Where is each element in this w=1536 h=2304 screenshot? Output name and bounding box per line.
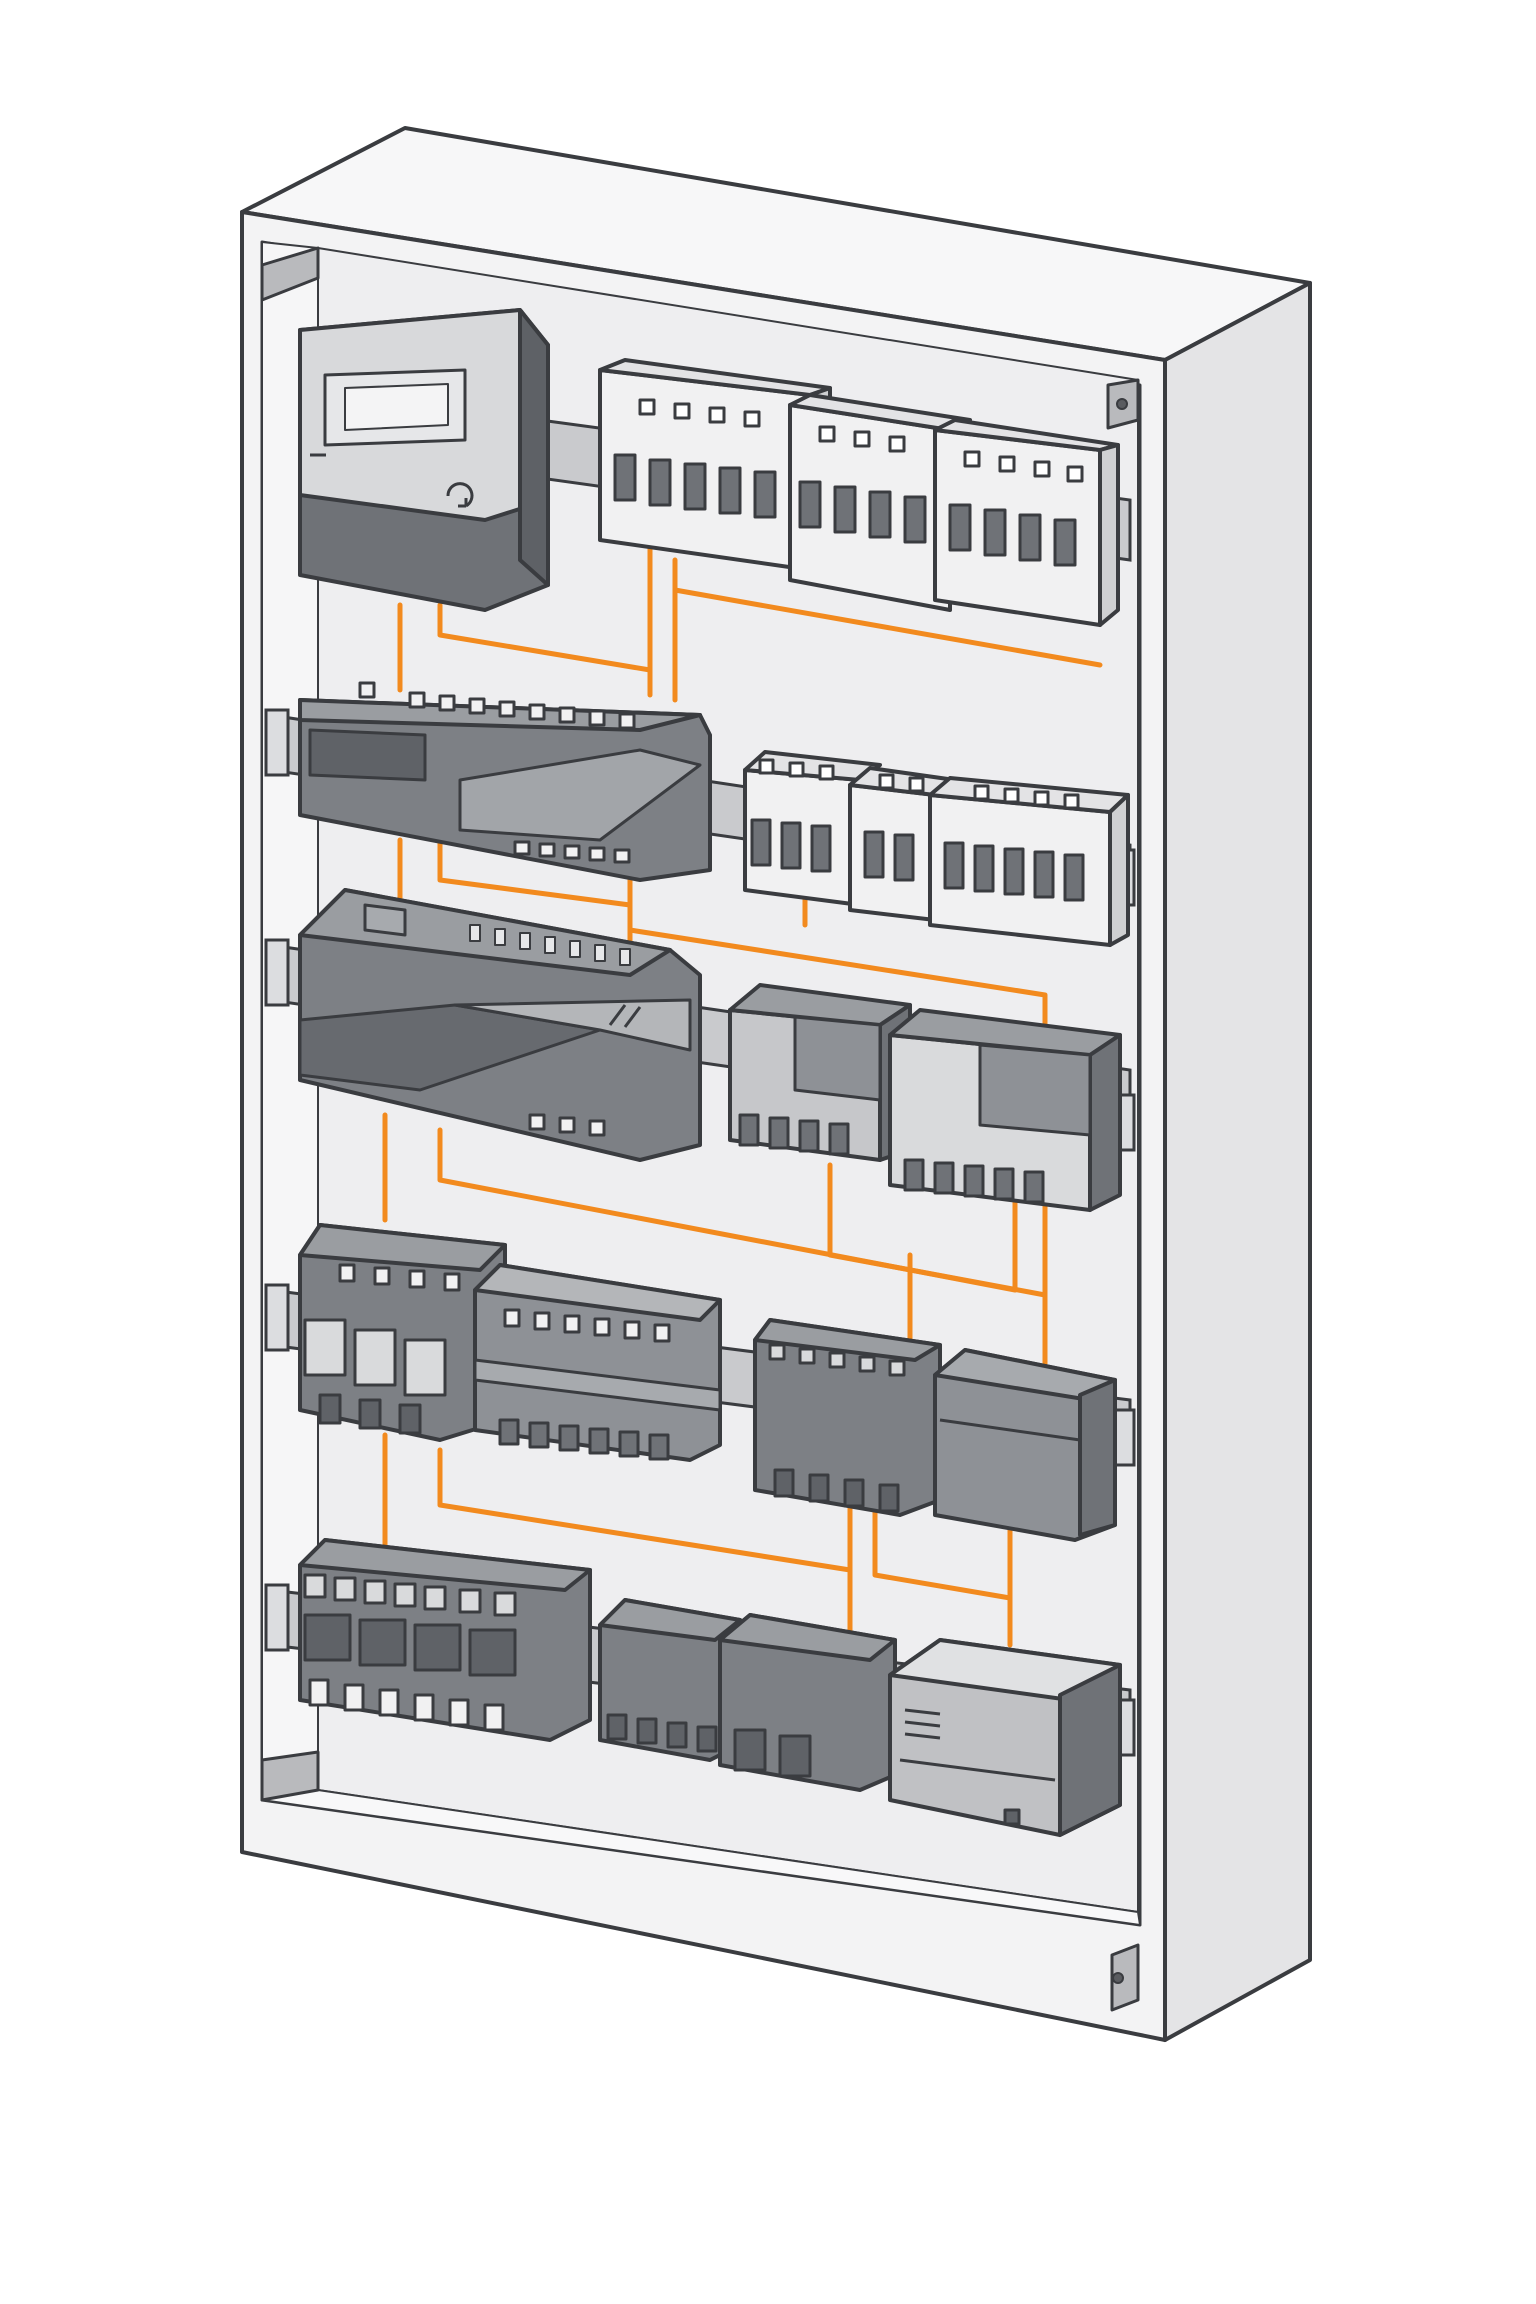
contactor-block-row5 bbox=[718, 1613, 897, 1792]
power-supply-row4 bbox=[933, 1348, 1117, 1542]
meter-display-inner bbox=[344, 383, 449, 431]
rail-clip bbox=[264, 938, 290, 1007]
rail-clip bbox=[264, 708, 290, 777]
meter-module-row4 bbox=[298, 1223, 507, 1442]
control-module-2 bbox=[298, 888, 702, 1162]
wire bbox=[627, 847, 1048, 1053]
rail-clip bbox=[264, 1283, 290, 1352]
bracket-bottom-right bbox=[1110, 1943, 1140, 2012]
relay-block-row5 bbox=[598, 1598, 742, 1762]
bracket-bottom-left bbox=[260, 1750, 320, 1802]
wire bbox=[437, 1127, 1018, 1293]
energy-meter bbox=[298, 308, 550, 612]
breaker-bank-top bbox=[598, 358, 1120, 627]
enclosure-right-face bbox=[1163, 281, 1312, 2042]
screw-icon bbox=[1112, 1972, 1124, 1984]
wire bbox=[872, 1502, 1013, 1601]
control-module-1 bbox=[298, 681, 712, 882]
wire bbox=[437, 1447, 853, 1648]
relay-module-row4 bbox=[473, 1263, 722, 1462]
screw-icon bbox=[1116, 398, 1128, 410]
wiring bbox=[382, 527, 1103, 1648]
rail-clip bbox=[264, 1583, 290, 1652]
rotating-arrows-icon bbox=[446, 482, 474, 508]
breaker-bank-middle bbox=[743, 750, 1130, 947]
fuse-block-row5 bbox=[298, 1538, 592, 1742]
transformer-row5 bbox=[888, 1638, 1122, 1837]
switch-module-row4 bbox=[753, 1318, 942, 1517]
contactor-pair bbox=[728, 983, 1122, 1212]
bracket-top-left bbox=[260, 246, 320, 302]
module-display bbox=[363, 903, 407, 937]
